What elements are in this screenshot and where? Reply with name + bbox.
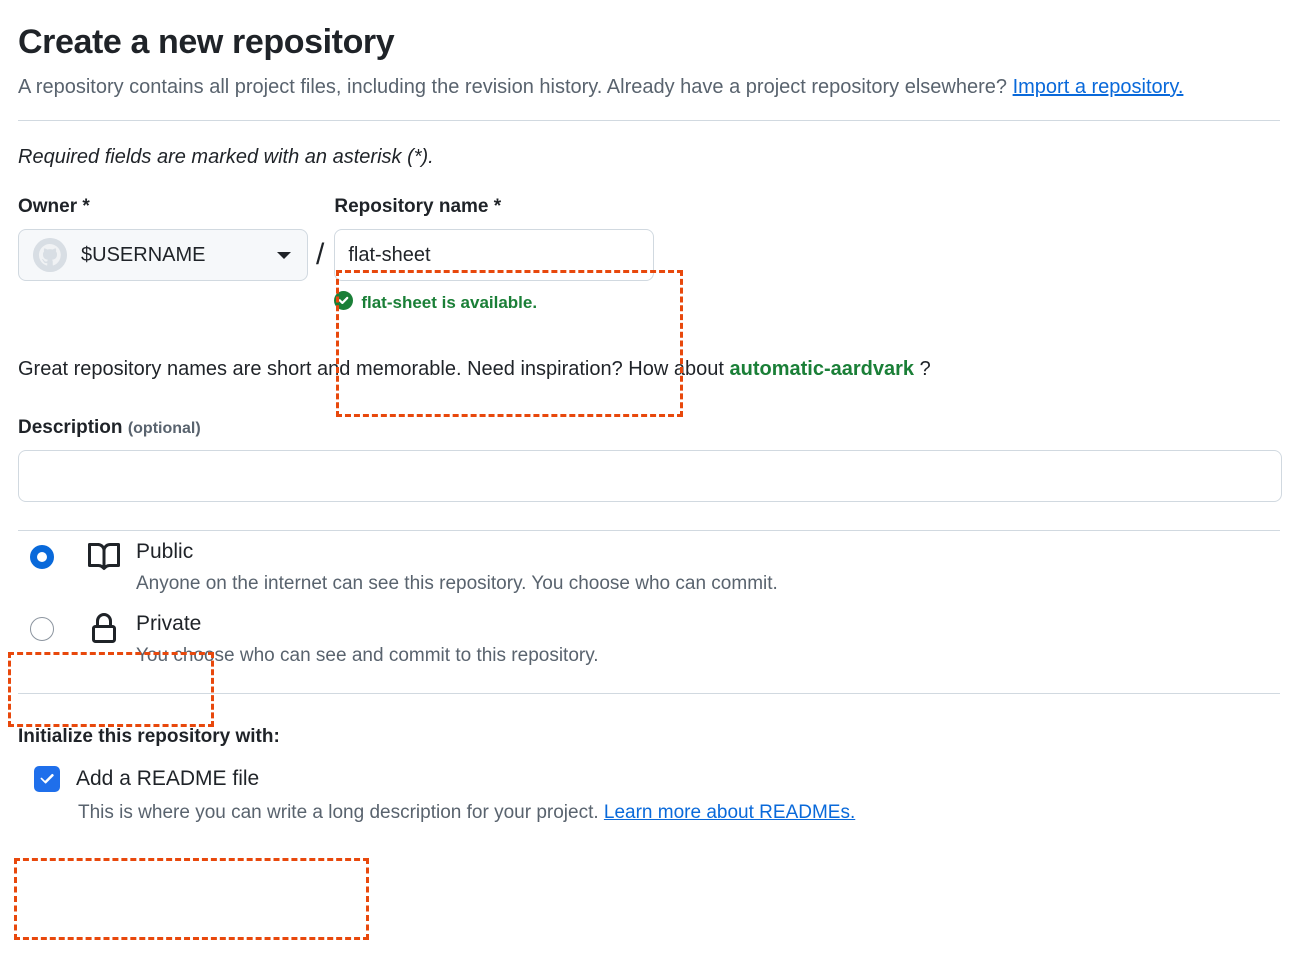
initialize-annotation — [14, 858, 369, 940]
divider-before-visibility — [18, 530, 1280, 531]
description-input[interactable] — [18, 450, 1282, 502]
visibility-option-public[interactable]: Public Anyone on the internet can see th… — [18, 531, 1280, 603]
repository-name-label: Repository name * — [334, 196, 502, 217]
private-text-block: Private You choose who can see and commi… — [136, 603, 599, 671]
checkmark-icon — [40, 773, 54, 784]
private-description: You choose who can see and commit to thi… — [136, 645, 599, 666]
initialize-title: Initialize this repository with: — [18, 726, 280, 747]
owner-field: Owner * $USERNAME — [18, 195, 308, 281]
suggested-name[interactable]: automatic-aardvark — [729, 358, 915, 380]
public-title: Public — [136, 540, 194, 563]
intro-text: A repository contains all project files,… — [18, 76, 1013, 98]
availability-text: flat-sheet is available. — [361, 293, 538, 312]
readme-description: This is where you can write a long descr… — [78, 799, 1280, 827]
divider-top — [18, 120, 1280, 121]
page-title: Create a new repository — [18, 23, 395, 61]
chevron-down-icon — [277, 251, 291, 259]
owner-and-name-row: Owner * $USERNAME / Repository name * — [18, 195, 1280, 345]
owner-name-value: $USERNAME — [81, 243, 206, 266]
learn-more-readmes-link[interactable]: Learn more about READMEs. — [603, 802, 856, 823]
private-title: Private — [136, 612, 202, 635]
public-description: Anyone on the internet can see this repo… — [136, 573, 778, 594]
description-label: Description (optional) — [18, 417, 201, 438]
lock-icon — [88, 613, 120, 645]
page-intro: A repository contains all project files,… — [18, 68, 1218, 106]
visibility-group: Public Anyone on the internet can see th… — [18, 531, 1280, 675]
description-field: Description (optional) — [18, 417, 1282, 502]
inspiration-prefix: Great repository names are short and mem… — [18, 358, 730, 380]
book-icon — [88, 541, 121, 573]
create-repository-page: Create a new repository A repository con… — [0, 20, 1298, 972]
required-fields-note: Required fields are marked with an aster… — [18, 146, 434, 168]
import-repository-link[interactable]: Import a repository. — [1012, 76, 1184, 98]
inspiration-line: Great repository names are short and mem… — [18, 355, 1280, 383]
path-separator: / — [316, 238, 325, 271]
owner-select[interactable]: $USERNAME — [18, 229, 308, 281]
repository-name-input[interactable] — [334, 229, 655, 281]
readme-description-text: This is where you can write a long descr… — [78, 802, 604, 823]
public-radio[interactable] — [30, 545, 54, 569]
repository-name-field: Repository name * flat-sheet is availabl… — [334, 195, 664, 315]
visibility-option-private[interactable]: Private You choose who can see and commi… — [18, 603, 1280, 675]
readme-checkbox-row[interactable]: Add a README file — [18, 766, 1280, 792]
check-circle-icon — [334, 291, 354, 315]
private-radio[interactable] — [30, 617, 54, 641]
owner-label: Owner * — [18, 196, 90, 217]
description-optional-tag: (optional) — [127, 420, 201, 437]
public-text-block: Public Anyone on the internet can see th… — [136, 531, 778, 599]
availability-status: flat-sheet is available. — [334, 291, 664, 315]
divider-before-initialize — [18, 693, 1280, 694]
description-label-text: Description — [18, 417, 123, 438]
readme-checkbox-label: Add a README file — [76, 767, 260, 790]
inspiration-suffix: ? — [914, 358, 931, 380]
github-mark-icon — [33, 238, 67, 272]
initialize-section: Initialize this repository with: Add a R… — [18, 724, 1280, 827]
readme-checkbox[interactable] — [34, 766, 60, 792]
